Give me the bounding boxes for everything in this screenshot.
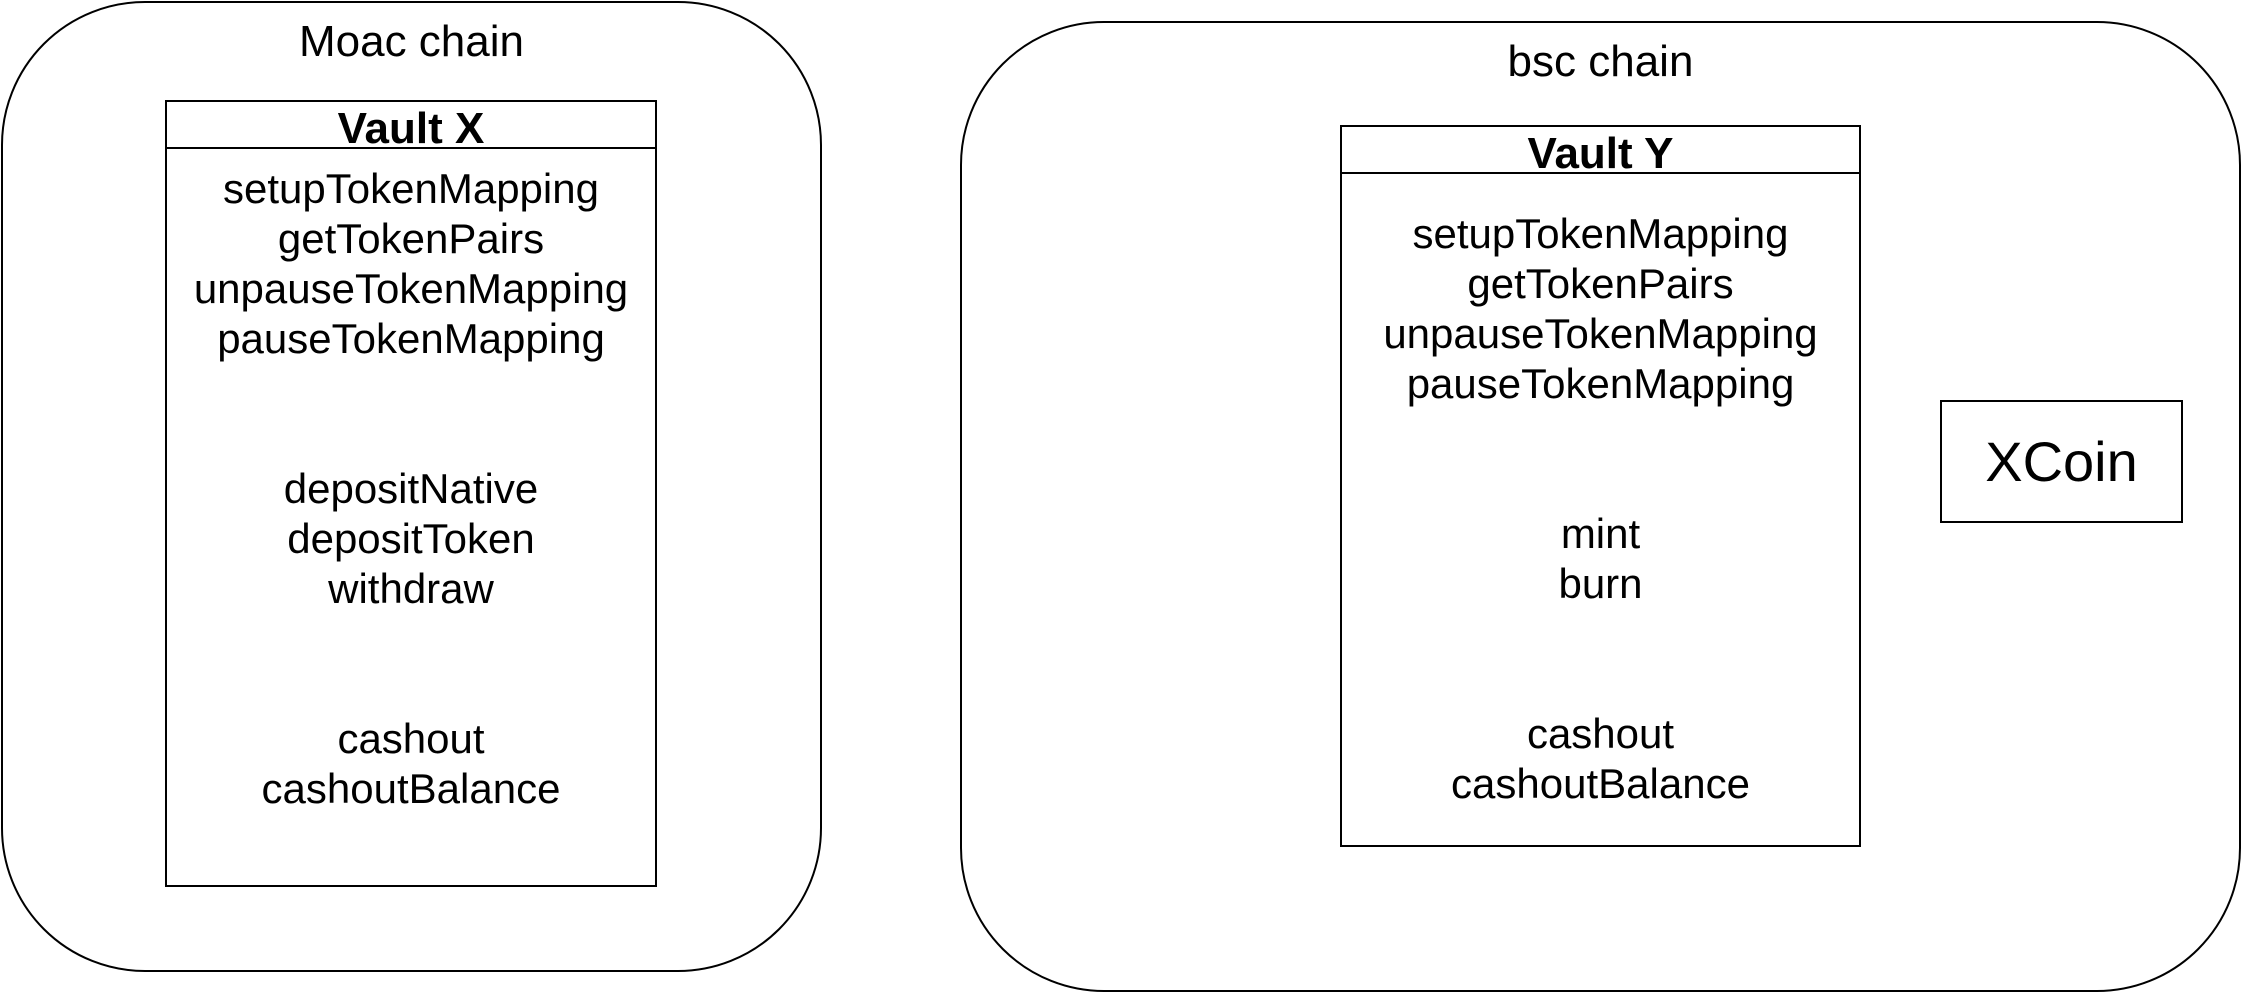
vault-y-method-get-token-pairs: getTokenPairs: [1467, 260, 1734, 307]
vault-y-box: Vault Y setupTokenMapping getTokenPairs …: [1340, 125, 1861, 847]
xcoin-token-box: XCoin: [1940, 400, 2183, 523]
vault-x-method-deposit-native: depositNative: [283, 465, 539, 512]
vault-y-method-unpause-token-mapping: unpauseTokenMapping: [1383, 310, 1818, 357]
vault-x-title: Vault X: [167, 102, 655, 153]
vault-y-mapping-methods: setupTokenMapping getTokenPairs unpauseT…: [1342, 209, 1859, 409]
vault-y-method-mint: mint: [1560, 510, 1641, 557]
vault-y-method-setup-token-mapping: setupTokenMapping: [1412, 210, 1789, 257]
vault-x-method-cashout: cashout: [337, 715, 485, 762]
vault-x-mapping-methods: setupTokenMapping getTokenPairs unpauseT…: [167, 164, 655, 364]
vault-y-method-cashout-balance: cashoutBalance: [1451, 760, 1750, 807]
vault-x-method-pause-token-mapping: pauseTokenMapping: [217, 315, 605, 362]
vault-x-method-get-token-pairs: getTokenPairs: [277, 215, 545, 262]
vault-x-box: Vault X setupTokenMapping getTokenPairs …: [165, 100, 657, 887]
vault-x-cashout-methods: cashout cashoutBalance: [167, 714, 655, 814]
vault-y-mint-burn-methods: mint burn: [1342, 509, 1859, 609]
vault-y-cashout-methods: cashout cashoutBalance: [1342, 709, 1859, 809]
vault-x-method-cashout-balance: cashoutBalance: [261, 765, 561, 812]
bsc-chain-title: bsc chain: [1507, 37, 1694, 86]
vault-x-method-deposit-token: depositToken: [287, 515, 535, 562]
vault-y-method-pause-token-mapping: pauseTokenMapping: [1406, 360, 1795, 407]
vault-x-method-unpause-token-mapping: unpauseTokenMapping: [193, 265, 629, 312]
vault-y-method-burn: burn: [1558, 560, 1643, 607]
moac-chain-title: Moac chain: [298, 17, 524, 66]
vault-x-method-withdraw: withdraw: [328, 565, 494, 612]
vault-x-method-setup-token-mapping: setupTokenMapping: [223, 165, 599, 212]
vault-x-deposit-methods: depositNative depositToken withdraw: [167, 464, 655, 614]
vault-y-title: Vault Y: [1342, 127, 1859, 178]
vault-y-method-cashout: cashout: [1526, 710, 1675, 757]
